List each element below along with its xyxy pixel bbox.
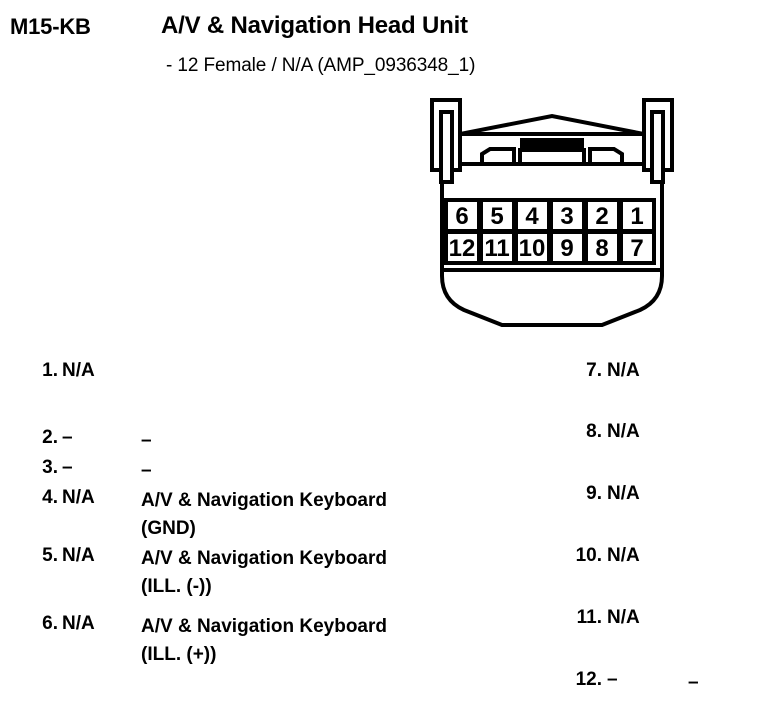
pin-value: N/A — [62, 487, 95, 508]
pin-label: 6 — [455, 203, 468, 230]
pin-label: 3 — [560, 203, 573, 230]
header: M15-KB A/V & Navigation Head Unit - 12 F… — [0, 0, 760, 92]
connector-drawing-svg: 6 5 4 3 2 1 12 11 10 9 8 7 #connector-di… — [430, 98, 674, 327]
pin-cell — [514, 198, 551, 233]
pin-cell — [584, 230, 621, 265]
pin-value: N/A — [607, 607, 640, 628]
pin-label: 8 — [595, 235, 608, 262]
connector-right-tab-tongue — [650, 110, 665, 184]
pin-description: A/V & Navigation Keyboard (GND) — [141, 490, 387, 539]
pin-label: 4 — [525, 203, 539, 230]
pin-label: 5 — [490, 203, 503, 230]
pin-value: N/A — [62, 613, 95, 634]
pin-number: 11. — [576, 607, 602, 628]
connector-right-shoulder — [588, 147, 624, 164]
pin-cell — [549, 230, 586, 265]
pin-number: 12. — [575, 669, 602, 690]
connector-diagram: 6 5 4 3 2 1 12 11 10 9 8 7 #connector-di… — [424, 94, 680, 338]
page-title: A/V & Navigation Head Unit — [161, 12, 468, 39]
pin-value: – — [62, 457, 73, 478]
pin-value: N/A — [607, 360, 640, 381]
connector-left-shoulder — [480, 147, 516, 164]
pin-number: 4. — [42, 487, 58, 508]
pin-grid-row-bottom: 12 11 10 9 8 7 — [444, 230, 656, 265]
pin-value: N/A — [607, 545, 640, 566]
connector-code: M15-KB — [10, 14, 91, 39]
pin-number: 1. — [42, 360, 58, 381]
pin-grid-row-top: 6 5 4 3 2 1 — [444, 198, 656, 233]
pin-description: – — [141, 430, 152, 451]
pin-description: – — [688, 672, 699, 693]
pin-description: – — [141, 460, 152, 481]
pin-number: 8. — [586, 421, 602, 442]
pin-label: 12 — [449, 235, 476, 262]
pin-label: 2 — [595, 203, 608, 230]
pin-label: 10 — [519, 235, 546, 262]
pin-number: 3. — [42, 457, 58, 478]
pin-value: N/A — [62, 360, 95, 381]
pin-number: 2. — [42, 427, 58, 448]
pin-label: 9 — [560, 235, 573, 262]
pin-number: 7. — [586, 360, 602, 381]
connector-latch-body — [518, 148, 586, 166]
pin-value: – — [62, 427, 73, 448]
pin-label: 11 — [484, 235, 509, 262]
pin-value: N/A — [62, 545, 95, 566]
pin-label: 1 — [630, 203, 643, 230]
pin-label: 7 — [630, 235, 643, 262]
pin-number: 10. — [575, 545, 602, 566]
pin-cell — [619, 230, 656, 265]
pin-value: N/A — [607, 421, 640, 442]
pin-number: 9. — [586, 483, 602, 504]
pin-number: 6. — [42, 613, 58, 634]
pin-value: N/A — [607, 483, 640, 504]
pin-description: A/V & Navigation Keyboard (ILL. (-)) — [141, 548, 387, 597]
connector-subtitle: - 12 Female / N/A (AMP_0936348_1) — [166, 55, 476, 76]
pin-description: A/V & Navigation Keyboard (ILL. (+)) — [141, 616, 387, 665]
pin-number: 5. — [42, 545, 58, 566]
pin-value: – — [607, 669, 618, 690]
connector-left-tab-tongue — [439, 110, 454, 184]
